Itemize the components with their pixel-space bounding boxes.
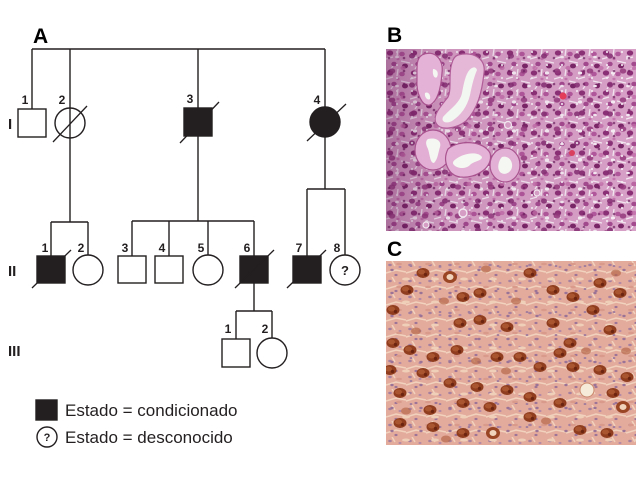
female-unknown-status-symbol bbox=[329, 254, 361, 286]
legend-label: Estado = condicionado bbox=[65, 401, 238, 420]
deceased-slash bbox=[234, 249, 275, 289]
individual-i-2: 2 bbox=[52, 93, 88, 143]
deceased-slash bbox=[306, 103, 347, 142]
unknown-status-mark: ? bbox=[341, 263, 349, 278]
individual-number: 7 bbox=[296, 241, 303, 255]
individual-ii-7: 7 bbox=[286, 241, 327, 289]
legend-item-unknown: ? Estado = desconocido bbox=[36, 426, 233, 448]
male-unaffected-symbol bbox=[154, 255, 184, 284]
female-unaffected-symbol bbox=[54, 107, 86, 139]
filled-square-icon bbox=[35, 399, 58, 421]
male-unaffected-symbol bbox=[221, 338, 251, 368]
individual-number: 3 bbox=[187, 92, 194, 106]
deceased-slash bbox=[286, 249, 327, 289]
female-unaffected-symbol bbox=[256, 337, 288, 369]
deceased-slash bbox=[31, 249, 72, 289]
individual-number: 3 bbox=[122, 241, 129, 255]
deceased-slash bbox=[179, 101, 220, 144]
individual-number: 2 bbox=[262, 322, 269, 336]
female-unaffected-symbol bbox=[72, 254, 104, 286]
male-affected-symbol bbox=[183, 107, 213, 137]
individual-iii-1: 1 bbox=[221, 322, 251, 368]
panel-a-label: A bbox=[33, 25, 48, 48]
individual-iii-2: 2 bbox=[256, 322, 288, 369]
male-unaffected-symbol bbox=[117, 255, 147, 284]
individual-number: 1 bbox=[42, 241, 49, 255]
deceased-slash bbox=[52, 105, 88, 143]
legend-item-affected: Estado = condicionado bbox=[35, 399, 238, 421]
male-unaffected-symbol bbox=[17, 108, 47, 138]
panel-c-ihc-micrograph bbox=[386, 261, 636, 445]
individual-ii-6: 6 bbox=[234, 241, 275, 289]
individual-number: 4 bbox=[159, 241, 166, 255]
individual-ii-4: 4 bbox=[154, 241, 184, 284]
individual-i-3: 3 bbox=[179, 92, 220, 144]
legend: Estado = condicionado ? Estado = descono… bbox=[35, 399, 238, 448]
female-unaffected-symbol bbox=[192, 254, 224, 286]
panel-b-he-micrograph bbox=[386, 49, 636, 231]
pedigree-chart: A I II III bbox=[8, 25, 361, 448]
individual-ii-8: ? 8 bbox=[329, 241, 361, 286]
micrograph-panels: B C bbox=[386, 24, 636, 445]
individual-number: 2 bbox=[59, 93, 66, 107]
question-mark: ? bbox=[44, 432, 51, 444]
female-affected-symbol bbox=[309, 106, 341, 138]
question-circle-icon bbox=[36, 426, 58, 448]
individual-number: 1 bbox=[22, 93, 29, 107]
individual-number: 5 bbox=[198, 241, 205, 255]
panel-c-label: C bbox=[387, 238, 402, 261]
individual-number: 2 bbox=[78, 241, 85, 255]
generation-label-ii: II bbox=[8, 263, 16, 280]
legend-label: Estado = desconocido bbox=[65, 428, 233, 447]
individual-number: 6 bbox=[244, 241, 251, 255]
individual-i-4: 4 bbox=[306, 93, 347, 142]
panel-b-label: B bbox=[387, 24, 402, 47]
individual-i-1: 1 bbox=[17, 93, 47, 138]
individual-ii-2: 2 bbox=[72, 241, 104, 286]
individual-ii-1: 1 bbox=[31, 241, 72, 289]
individual-number: 1 bbox=[225, 322, 232, 336]
generation-label-i: I bbox=[8, 116, 12, 133]
generation-label-iii: III bbox=[8, 343, 21, 360]
individual-ii-5: 5 bbox=[192, 241, 224, 286]
individual-number: 8 bbox=[334, 241, 341, 255]
individual-number: 4 bbox=[314, 93, 321, 107]
individual-ii-3: 3 bbox=[117, 241, 147, 284]
